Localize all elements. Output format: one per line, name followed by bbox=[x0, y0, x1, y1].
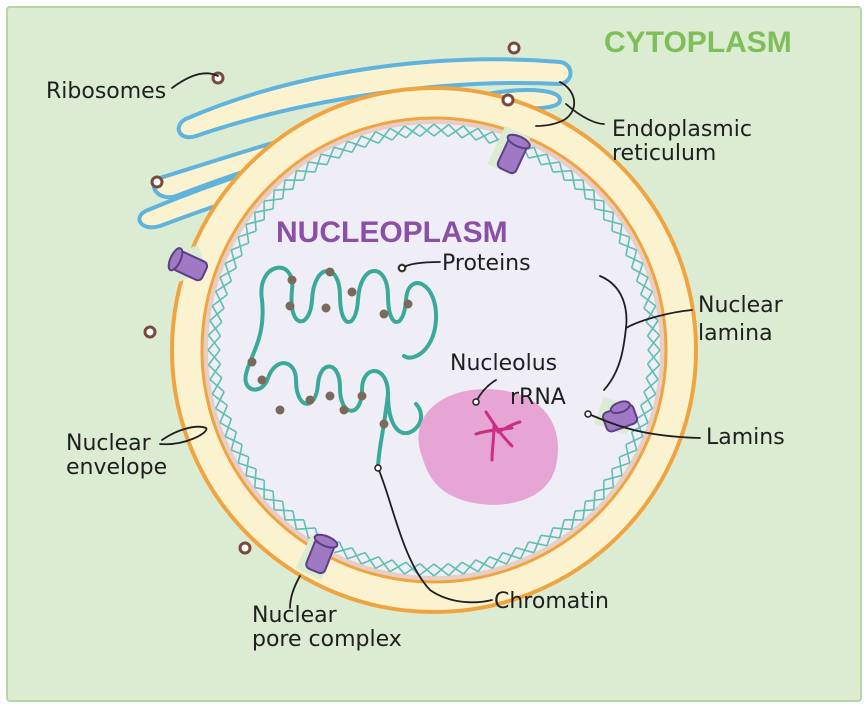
lamina-strand bbox=[594, 190, 595, 209]
nucleoplasm-title: NUCLEOPLASM bbox=[276, 216, 508, 249]
label-er-line2: reticulum bbox=[612, 141, 716, 166]
lamina-strand bbox=[273, 491, 274, 510]
ribosome bbox=[145, 327, 155, 337]
label-envelope-line1: Nuclear bbox=[66, 431, 152, 456]
ribosome bbox=[240, 543, 250, 553]
lamina-strand bbox=[575, 510, 594, 511]
ribosome bbox=[503, 95, 513, 105]
label-ribosomes: Ribosomes bbox=[46, 79, 166, 104]
label-pore-line2: pore complex bbox=[252, 627, 402, 652]
label-nucleolus: Nucleolus bbox=[450, 351, 557, 376]
label-chromatin: Chromatin bbox=[494, 589, 609, 614]
lamina-strand bbox=[274, 189, 293, 190]
ribosome bbox=[152, 177, 162, 187]
label-lamins: Lamins bbox=[706, 425, 785, 450]
cytoplasm-title: CYTOPLASM bbox=[604, 26, 792, 59]
label-pore-line1: Nuclear bbox=[252, 603, 338, 628]
label-proteins: Proteins bbox=[442, 251, 531, 276]
label-lamina-line1: Nuclear bbox=[698, 293, 784, 318]
label-rrna: rRNA bbox=[510, 385, 566, 410]
nuclear-envelope bbox=[172, 88, 696, 612]
label-lamina-line2: lamina bbox=[698, 321, 773, 346]
ribosome bbox=[509, 43, 519, 53]
label-envelope-line2: envelope bbox=[66, 455, 167, 480]
label-er-line1: Endoplasmic bbox=[612, 117, 752, 142]
